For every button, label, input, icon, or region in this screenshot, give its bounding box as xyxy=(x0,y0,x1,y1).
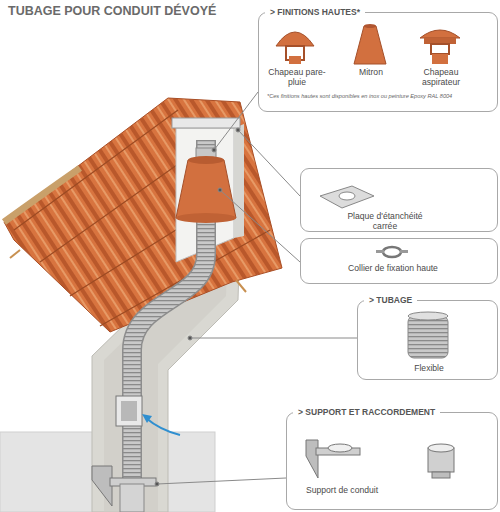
illustration-part xyxy=(212,148,216,152)
illustration-part xyxy=(4,98,282,332)
illustration-part xyxy=(132,140,206,482)
illustration-part xyxy=(132,140,206,482)
illustration-part xyxy=(236,280,246,292)
footnote: *Ces finitions hautes sont disponibles e… xyxy=(267,93,491,100)
illustration-part xyxy=(214,92,258,150)
illustration-part xyxy=(188,336,192,340)
illustration-part xyxy=(220,190,300,262)
chimney-stack xyxy=(172,118,244,262)
callout-panel: Collier de fixation haute xyxy=(300,238,498,284)
illustration-part xyxy=(190,338,357,339)
illustration-part xyxy=(4,168,80,222)
illustration-part xyxy=(176,160,236,218)
inspection-door xyxy=(116,396,180,435)
illustration-part xyxy=(172,118,240,128)
illustration-part xyxy=(40,150,198,262)
illustration-part xyxy=(142,414,152,423)
panel-heading: > FINITIONS HAUTES* xyxy=(265,6,365,18)
masonry-conduit xyxy=(92,232,240,512)
part-name: Flexible xyxy=(398,363,460,373)
illustration-part xyxy=(238,130,300,196)
illustration-part xyxy=(104,232,228,512)
illustration-part xyxy=(157,478,286,484)
illustration-part xyxy=(121,401,137,421)
illustration-part xyxy=(110,478,156,486)
illustration-part xyxy=(176,128,234,262)
illustration-part xyxy=(70,190,240,296)
flexible-liner xyxy=(132,140,206,482)
illustration-part xyxy=(196,148,216,162)
illustration-part xyxy=(218,188,222,192)
callout-panel: Plaque d'étanchéité carrée xyxy=(300,168,498,232)
callout-panel: > TUBAGEFlexible xyxy=(357,300,498,380)
callout-panel: > FINITIONS HAUTES*Chapeau pare-pluieMit… xyxy=(258,12,498,112)
illustration-part xyxy=(188,156,224,164)
illustration-part xyxy=(10,250,20,258)
part-name: Plaque d'étanchéité carrée xyxy=(335,211,435,231)
part-name: Mitron xyxy=(341,67,401,77)
illustration-part xyxy=(116,396,142,426)
callout-panel: > SUPPORT ET RACCORDEMENTSupport de cond… xyxy=(286,412,498,510)
illustration-part xyxy=(120,484,144,512)
illustration-part xyxy=(146,418,180,435)
illustration-part xyxy=(92,466,112,506)
diagram-title: TUBAGE POUR CONDUIT DÉVOYÉ xyxy=(8,4,216,18)
illustration-part xyxy=(0,432,215,512)
part-name: Chapeau aspirateur xyxy=(405,67,477,87)
part-name: Support de conduit xyxy=(287,485,397,495)
part-name: Collier de fixation haute xyxy=(315,263,471,273)
illustration-part xyxy=(234,124,244,238)
panel-heading: > TUBAGE xyxy=(364,294,417,306)
illustration-part xyxy=(236,128,240,132)
illustration-part xyxy=(176,213,236,223)
wall-block xyxy=(0,432,215,512)
panel-heading: > SUPPORT ET RACCORDEMENT xyxy=(293,406,440,418)
illustration-part xyxy=(155,482,159,486)
illustration-part xyxy=(14,110,178,230)
part-name: Chapeau pare-pluie xyxy=(261,67,333,87)
illustration-part xyxy=(100,230,270,326)
mitron-top xyxy=(176,148,236,223)
support-bracket xyxy=(92,466,156,512)
illustration-part xyxy=(92,232,240,512)
roof-tiles xyxy=(4,98,282,332)
